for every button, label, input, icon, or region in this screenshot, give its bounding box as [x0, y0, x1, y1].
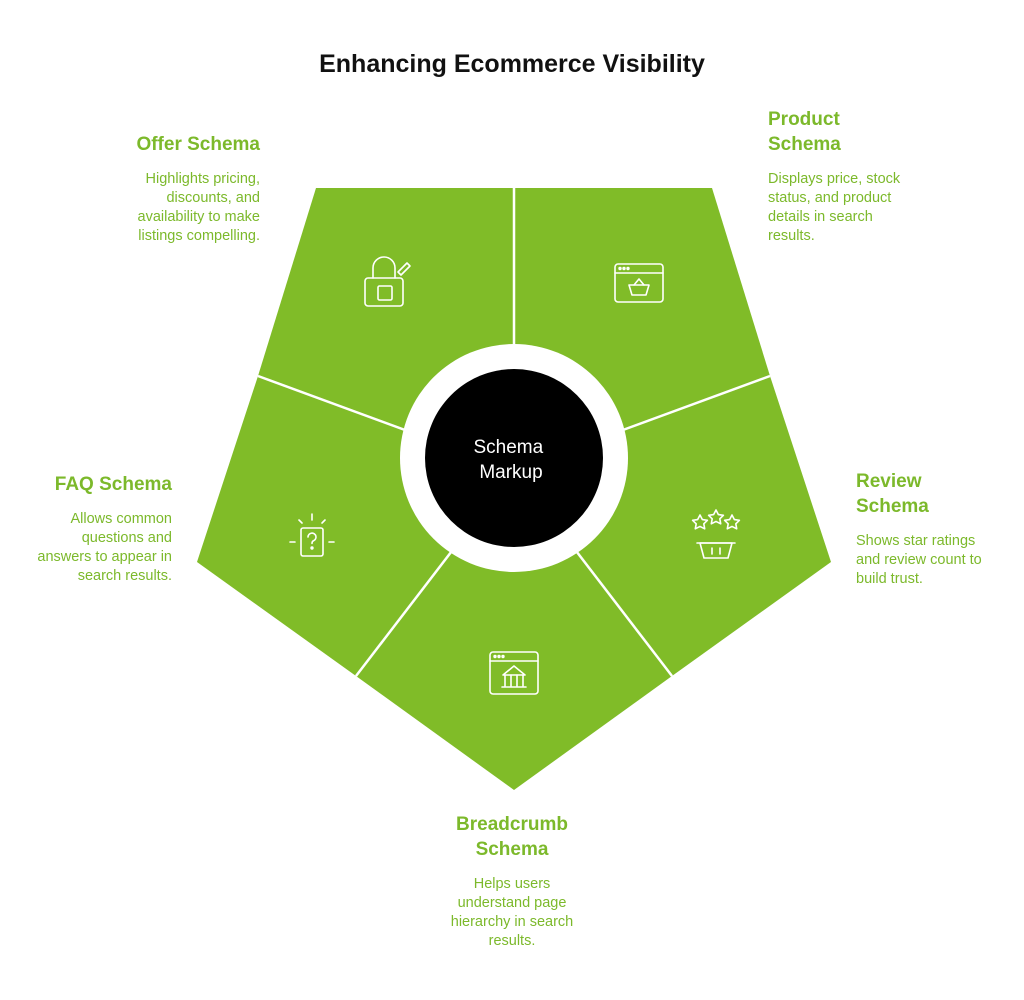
review-schema-title-line-1: Review [856, 471, 922, 492]
offer-schema-description: Highlights pricing, discounts, and avail… [138, 170, 261, 246]
offer-desc-line-3: availability to make [137, 209, 261, 225]
hub-label-line-2: Markup [479, 462, 542, 483]
review-desc-line-1: Shows star ratings [856, 533, 976, 549]
review-desc-line-2: and review count to [856, 552, 982, 568]
offer-schema-title: Offer Schema [136, 132, 260, 157]
browser-basket-icon [614, 263, 664, 303]
breadcrumb-desc-line-1: Helps users [473, 876, 551, 892]
product-schema-title-line-1: Product [768, 109, 840, 130]
offer-desc-line-4: listings compelling. [138, 228, 260, 244]
faq-schema-title-line-1: FAQ Schema [54, 474, 172, 495]
faq-desc-line-2: questions and [81, 530, 172, 546]
product-desc-line-2: status, and product [768, 190, 892, 206]
product-schema-description: Displays price, stock status, and produc… [768, 170, 900, 246]
hub-circle [425, 369, 603, 547]
breadcrumb-desc-line-4: results. [488, 933, 536, 949]
offer-desc-line-2: discounts, and [166, 190, 260, 206]
review-schema-title: Review Schema [856, 469, 929, 519]
faq-desc-line-3: answers to appear in [37, 549, 172, 565]
svg-text:Schema Markup: Schema Markup [474, 437, 549, 483]
breadcrumb-schema-title: Breadcrumb Schema [412, 812, 612, 862]
breadcrumb-schema-title-line-2: Schema [475, 839, 549, 860]
review-desc-line-3: build trust. [856, 571, 923, 587]
stars-basket-icon [691, 509, 741, 559]
question-card-icon [289, 513, 335, 557]
product-schema-title-line-2: Schema [768, 134, 841, 155]
offer-schema-title-line-1: Offer Schema [136, 134, 260, 155]
diagram-title: Enhancing Ecommerce Visibility [319, 50, 705, 78]
hub-label-line-1: Schema [474, 437, 544, 458]
breadcrumb-schema-description: Helps users understand page hierarchy in… [412, 875, 612, 951]
shopping-bag-icon [364, 256, 411, 307]
faq-schema-title: FAQ Schema [55, 472, 172, 497]
faq-desc-line-1: Allows common [70, 511, 172, 527]
product-desc-line-4: results. [768, 228, 815, 244]
breadcrumb-desc-line-2: understand page [457, 895, 567, 911]
browser-store-icon [489, 651, 539, 695]
offer-desc-line-1: Highlights pricing, [145, 171, 260, 187]
review-schema-description: Shows star ratings and review count to b… [856, 532, 982, 589]
segment-breadcrumb [356, 470, 672, 790]
product-schema-title: Product Schema [768, 107, 841, 157]
product-desc-line-3: details in search [768, 209, 873, 225]
faq-desc-line-4: search results. [77, 568, 172, 584]
faq-schema-description: Allows common questions and answers to a… [37, 510, 172, 586]
breadcrumb-schema-title-line-1: Breadcrumb [456, 814, 568, 835]
breadcrumb-desc-line-3: hierarchy in search [450, 914, 574, 930]
review-schema-title-line-2: Schema [856, 496, 929, 517]
product-desc-line-1: Displays price, stock [768, 171, 901, 187]
